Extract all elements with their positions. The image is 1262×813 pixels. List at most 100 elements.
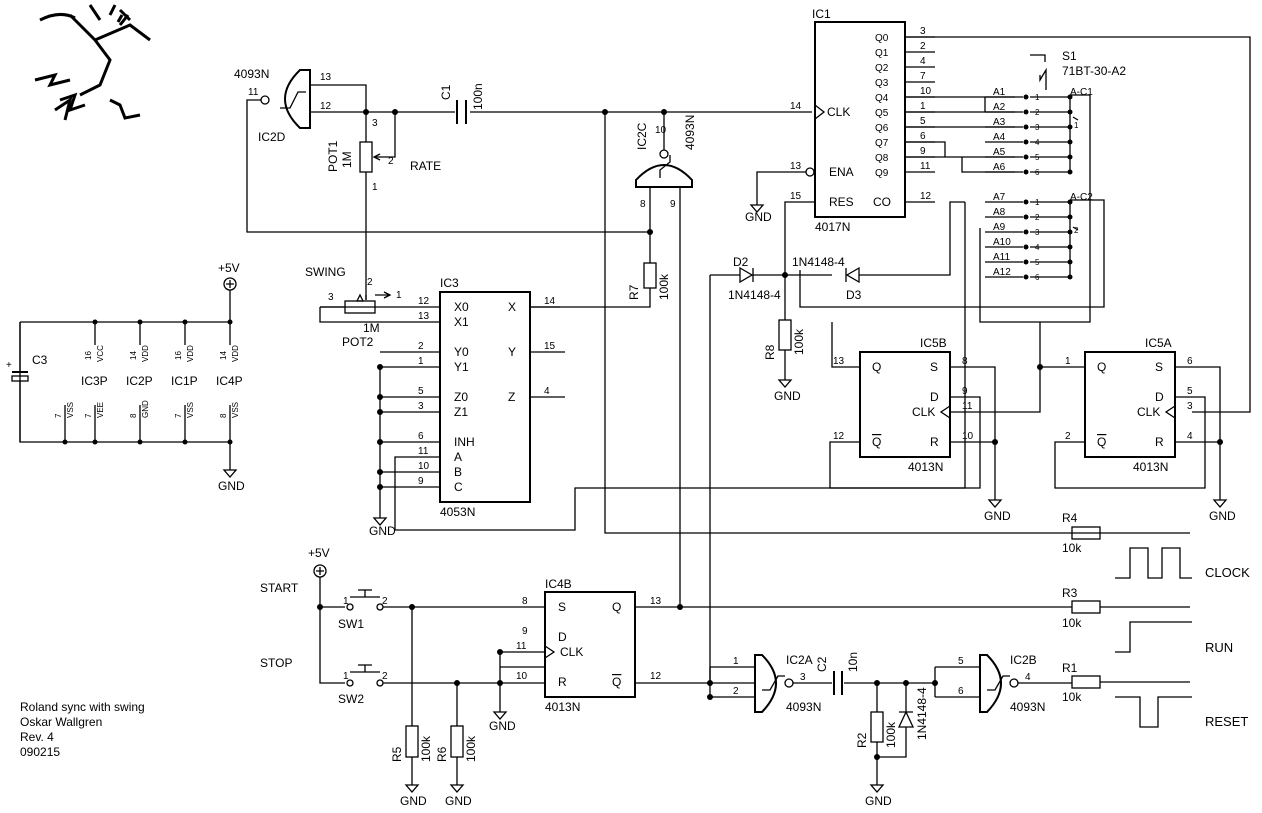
s1-row-number: 6 [1035, 273, 1040, 282]
ic5a-q: Q [1097, 360, 1106, 374]
ic4b-qn: Q [612, 675, 621, 689]
ic3-pin-label: B [454, 465, 462, 479]
r6-value: 100k [464, 735, 478, 762]
ic3-label: IC3 [440, 276, 459, 290]
r7-value: 100k [657, 273, 671, 300]
d3-part: 1N4148-4 [792, 255, 845, 269]
power-ic-bot: VSS [186, 402, 195, 418]
start-stop-section: +5V START STOP [260, 546, 345, 684]
start-label: START [260, 581, 299, 595]
v5-label-bottom: +5V [308, 546, 330, 560]
ic5a-r: R [1155, 435, 1164, 449]
power-ic-name: IC3P [81, 374, 108, 388]
gnd-ic5a: GND [1209, 499, 1236, 523]
s1-row-number: 4 [1035, 243, 1040, 252]
ic5b-pin12: 12 [833, 431, 845, 442]
sw2-pin2: 2 [382, 671, 388, 682]
r8-label: R8 [763, 344, 777, 360]
ic1-pin-label: Q4 [875, 93, 889, 104]
pot1[interactable]: POT1 1M RATE 3 2 1 [326, 118, 441, 193]
ic2b-pin5: 5 [958, 656, 964, 667]
power-ic-name: IC1P [171, 374, 198, 388]
r4-label: R4 [1062, 511, 1078, 525]
ic2b-label: IC2B [1010, 653, 1037, 667]
ic3-pin15: 15 [544, 341, 556, 352]
wire-ic2d [246, 84, 1190, 534]
ic3-pin-label: Y0 [454, 345, 469, 359]
ic3-part: 4053N [440, 505, 475, 519]
gnd-r2: GND [865, 794, 892, 808]
sw2-stop-switch[interactable]: SW2 1 2 [338, 664, 388, 706]
s1-row-label: A2 [993, 102, 1006, 113]
r8-resistor: R8 100k GND [763, 319, 806, 403]
svg-text:+: + [6, 360, 12, 371]
s1-row-number: 2 [1035, 213, 1040, 222]
s1-c2: A-C2 [1070, 192, 1093, 203]
ic1-res: RES [829, 195, 854, 209]
ic1-pin-res: 15 [790, 191, 802, 202]
s1-row-number: 6 [1035, 168, 1040, 177]
ic3-pin-label: Z1 [454, 405, 468, 419]
d2-part: 1N4148-4 [728, 288, 781, 302]
sw2-pin1: 1 [343, 671, 349, 682]
gnd-r5: GND [400, 794, 427, 808]
credits-rev: Rev. 4 [20, 730, 54, 744]
d2-label: D2 [733, 255, 749, 269]
ic5b-label: IC5B [920, 336, 947, 350]
wire-c2 [793, 682, 935, 785]
wire-d-nodes [709, 228, 786, 683]
r6-label: R6 [435, 746, 449, 762]
stop-label: STOP [260, 656, 292, 670]
s1-row-label: A11 [993, 252, 1010, 263]
ic1-pin-number: 2 [920, 41, 926, 52]
r3-label: R3 [1062, 586, 1078, 600]
ic4b-pin9: 9 [522, 626, 528, 637]
ic5b-pin9: 9 [962, 386, 968, 397]
ic1-pin-number: 10 [920, 86, 932, 97]
ic3-out-x: X [508, 300, 516, 314]
c1-label: C1 [439, 84, 453, 100]
pot1-pin1: 1 [372, 182, 378, 193]
diode-d3: 1N4148-4 D3 [792, 201, 965, 302]
power-ic-bot: VEE [96, 402, 105, 418]
ic2d-pin11: 11 [248, 87, 259, 98]
ic2d-part: 4093N [234, 67, 269, 81]
pot2-pin3: 3 [328, 292, 334, 303]
output-run: R3 10k RUN [680, 586, 1233, 655]
gnd-label-ic5b: GND [984, 509, 1011, 523]
ic3-pin-label: X1 [454, 315, 469, 329]
wire-pot2 [320, 295, 367, 308]
credits-date: 090215 [20, 745, 60, 759]
ic2a-pin1: 1 [733, 656, 739, 667]
ic5b-r: R [930, 435, 939, 449]
ic2c-label: IC2C [635, 122, 649, 150]
ic2c-pin8: 8 [640, 199, 646, 210]
gnd-r6: GND [445, 794, 472, 808]
pot2[interactable]: SWING 1M POT2 3 2 1 [305, 265, 402, 349]
power-ic-top: VCC [96, 345, 105, 362]
ic2b-gate: IC2B 4093N 5 6 4 [934, 653, 1072, 714]
ic3-pin-label: C [454, 480, 463, 494]
pot2-value: 1M [363, 321, 380, 335]
clock-label: CLOCK [1205, 565, 1250, 580]
ic2b-pin6: 6 [958, 686, 964, 697]
ic1-pin-label: Q5 [875, 108, 889, 119]
ic5a-pin5: 5 [1187, 386, 1193, 397]
sw1-start-switch[interactable]: SW1 1 2 [338, 589, 388, 631]
s1-row-number: 2 [1035, 108, 1040, 117]
d3-label: D3 [846, 288, 862, 302]
credits-author: Oskar Wallgren [20, 715, 102, 729]
s1-row-number: 1 [1035, 93, 1040, 102]
ic3-pin-number: 6 [418, 431, 424, 442]
ic1-pin-ena: 13 [790, 161, 802, 172]
ic5a-s: S [1155, 360, 1163, 374]
ic1-pin-number: 5 [920, 116, 926, 127]
ic5a-qn: Q [1097, 435, 1106, 449]
ic2b-part: 4093N [1010, 700, 1045, 714]
ic2b-pin4: 4 [1025, 672, 1031, 683]
gnd-r8: GND [774, 389, 801, 403]
ic4b-r: R [558, 675, 567, 689]
r7-label: R7 [627, 284, 641, 300]
